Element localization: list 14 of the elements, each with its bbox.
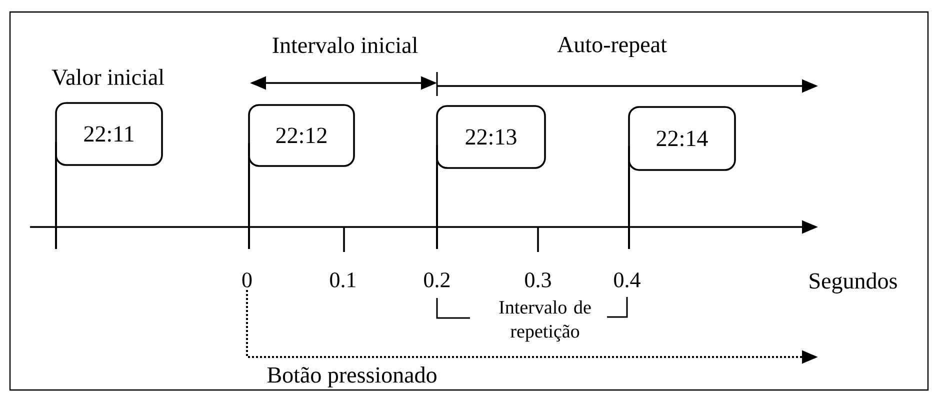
tick-label: 0.1 [330,272,356,288]
tick-label: 0 [242,272,252,288]
tick-label: 0.4 [614,272,640,288]
time-box: 22:13 [436,105,546,169]
axis-label: Segundos [810,272,897,294]
annotation: Botão pressionado [267,366,436,388]
tick-label: 0.3 [525,272,551,288]
tick-label: 0.2 [424,272,450,288]
time-box: 22:11 [55,102,163,166]
time-box: 22:14 [628,106,736,171]
time-box: 22:12 [248,104,355,167]
annotation: Intervalo de repetição [499,300,591,342]
annotation: Intervalo inicial [272,36,418,54]
annotation: Auto-repeat [557,36,667,58]
